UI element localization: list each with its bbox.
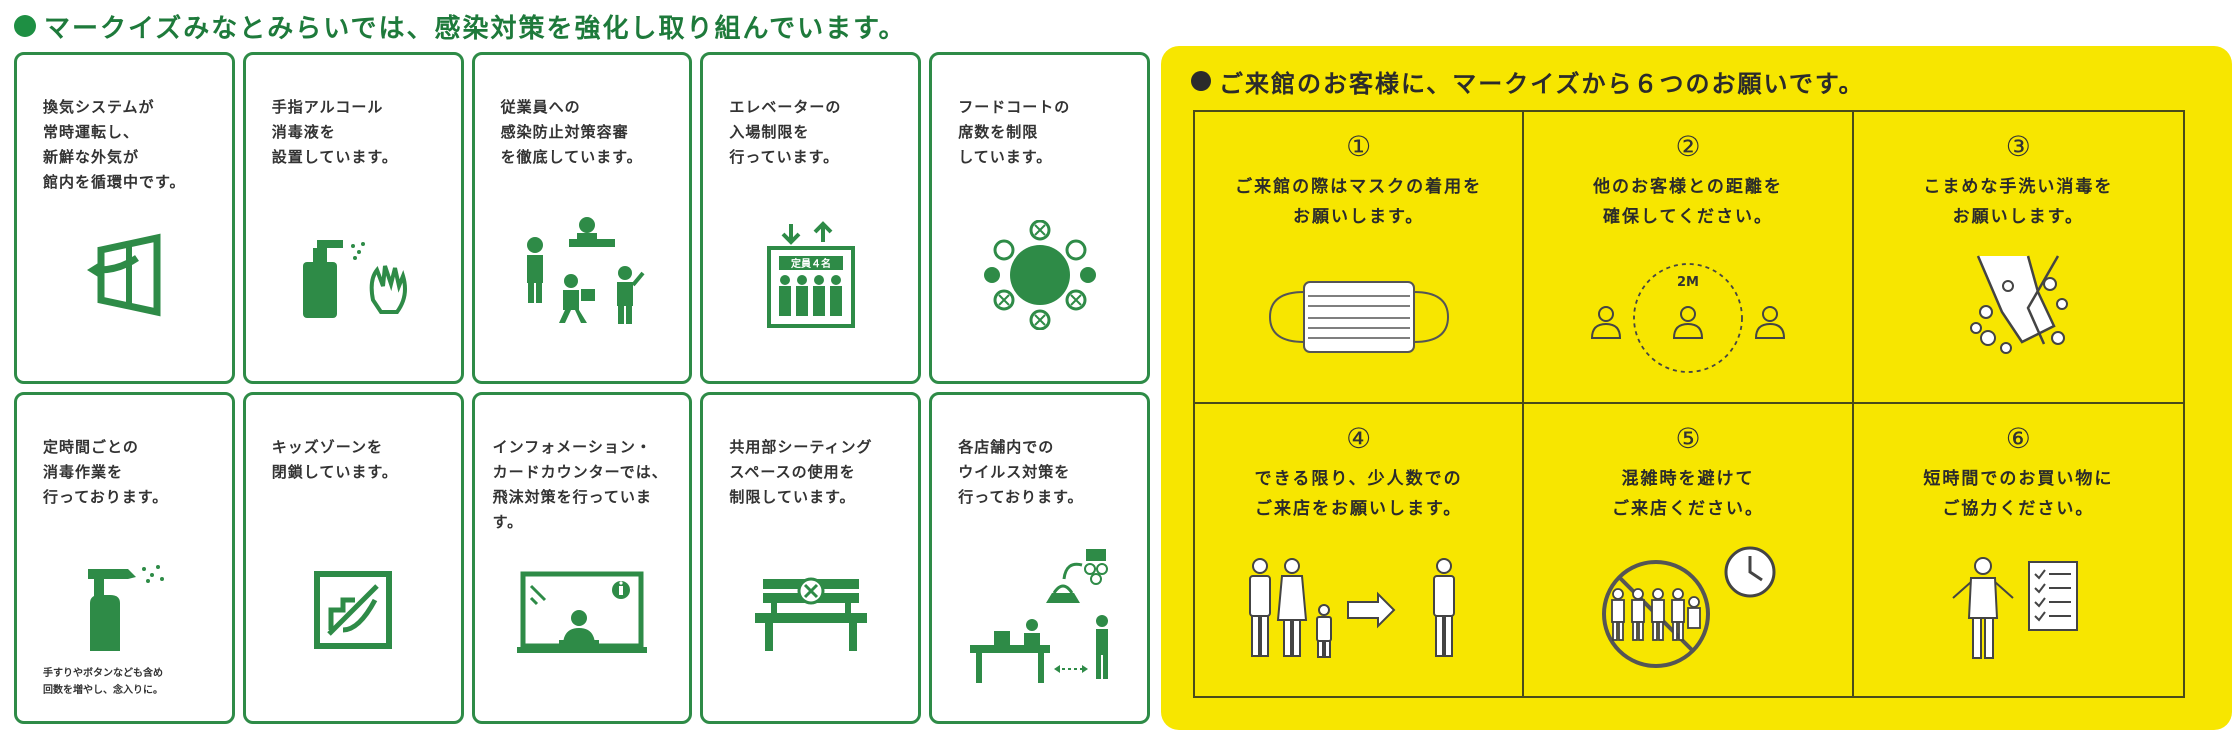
measure-text: キッズゾーンを 閉鎖しています。 (271, 438, 398, 481)
measure-card-ventilation: 換気システムが 常時運転し、 新鮮な外気が 館内を循環中です。 (14, 52, 235, 384)
ventilation-icon (79, 230, 169, 320)
requests-grid: ① ご来館の際はマスクの着用を お願いします。 ② 他のお客様との距離を 確保し… (1193, 110, 2185, 698)
measure-card-sanitizer: 手指アルコール 消毒液を 設置しています。 (242, 52, 464, 384)
measure-card-stores: 各店舗内での ウイルス対策を 行っております。 (929, 392, 1150, 724)
elevator-capacity-label: 定員４名 (791, 257, 831, 270)
request-number: ③ (2005, 130, 2031, 163)
left-panel-title-row: マークイズみなとみらいでは、感染対策を強化し取り組んでいます。 (14, 6, 907, 46)
measure-card-seating: 共用部シーティング スペースの使用を 制限しています。 (700, 392, 922, 724)
right-panel-title-row: ご来館のお客様に、マークイズから６つのお願いです。 (1191, 62, 1864, 100)
request-text: 他のお客様との距離を 確保してください。 (1593, 177, 1783, 227)
measure-card-elevator: エレベーターの 入場制限を 行っています。 定員４名 (700, 52, 922, 384)
measure-card-kids-zone: キッズゾーンを 閉鎖しています。 (242, 392, 464, 724)
request-text: できる限り、少人数での ご来店をお願いします。 (1254, 469, 1463, 519)
request-number: ① (1346, 130, 1372, 163)
measures-grid: 換気システムが 常時運転し、 新鮮な外気が 館内を循環中です。 手指アルコール … (14, 52, 1150, 724)
measure-text: 手指アルコール 消毒液を 設置しています。 (271, 98, 398, 166)
measure-text: 共用部シーティング スペースの使用を 制限しています。 (729, 438, 873, 506)
left-panel-title: マークイズみなとみらいでは、感染対策を強化し取り組んでいます。 (44, 13, 907, 44)
request-cell-short-shopping: ⑥ 短時間でのお買い物に ご協力ください。 (1854, 404, 2183, 696)
info-counter-shield-icon (516, 570, 647, 660)
request-text: 短時間でのお買い物に ご協力ください。 (1923, 469, 2114, 519)
measure-text: インフォメーション・ カードカウンターでは、 飛沫対策を行っています。 (492, 438, 668, 531)
request-number: ④ (1346, 422, 1372, 455)
request-cell-avoid-crowd: ⑤ 混雑時を避けて ご来店ください。 (1524, 404, 1854, 696)
measure-card-staff: 従業員への 感染防止対策容審 を徹底しています。 (471, 52, 693, 384)
measure-text: 換気システムが 常時運転し、 新鮮な外気が 館内を循環中です。 (43, 98, 186, 191)
store-measures-icon (969, 545, 1110, 685)
staff-icon (517, 215, 647, 325)
elevator-icon: 定員４名 (761, 220, 861, 330)
request-cell-distance: ② 他のお客様との距離を 確保してください。 2M (1524, 112, 1854, 404)
request-number: ② (1675, 130, 1701, 163)
measure-text: フードコートの 席数を制限 しています。 (958, 98, 1071, 166)
food-court-seating-icon (980, 220, 1100, 330)
request-text: ご来館の際はマスクの着用を お願いします。 (1235, 177, 1483, 227)
measure-text: 定時間ごとの 消毒作業を 行っております。 (43, 438, 169, 506)
bullet-dot-icon (1191, 71, 1211, 91)
distance-icon: 2M (1588, 250, 1788, 380)
requests-panel: ご来館のお客様に、マークイズから６つのお願いです。 ① ご来館の際はマスクの着用… (1161, 46, 2232, 730)
request-number: ⑥ (2005, 422, 2031, 455)
mask-icon (1264, 272, 1454, 362)
bench-restricted-icon (751, 573, 871, 653)
disinfection-spray-icon (74, 555, 174, 655)
small-group-icon (1244, 554, 1474, 664)
right-panel-title: ご来館のお客様に、マークイズから６つのお願いです。 (1219, 69, 1865, 98)
measure-card-disinfection: 定時間ごとの 消毒作業を 行っております。 手すりやボタンなども含め 回数を増や… (14, 392, 235, 724)
request-cell-small-group: ④ できる限り、少人数での ご来店をお願いします。 (1195, 404, 1525, 696)
hand-sanitizer-icon (293, 230, 413, 320)
measure-text: 従業員への 感染防止対策容審 を徹底しています。 (500, 98, 643, 166)
request-cell-hand-wash: ③ こまめな手洗い消毒を お願いします。 (1853, 112, 2183, 404)
request-number: ⑤ (1675, 422, 1701, 455)
hand-wash-icon (1958, 252, 2078, 362)
avoid-crowd-icon (1588, 542, 1788, 672)
kids-zone-closed-icon (313, 570, 393, 650)
measure-card-info-counter: インフォメーション・ カードカウンターでは、 飛沫対策を行っています。 (471, 392, 693, 724)
measure-text: エレベーターの 入場制限を 行っています。 (729, 98, 842, 166)
request-cell-mask: ① ご来館の際はマスクの着用を お願いします。 (1195, 112, 1525, 404)
request-text: こまめな手洗い消毒を お願いします。 (1923, 177, 2114, 227)
measure-card-food-court: フードコートの 席数を制限 しています。 (929, 52, 1150, 384)
request-text: 混雑時を避けて ご来店ください。 (1611, 469, 1764, 519)
measure-note: 手すりやボタンなども含め 回数を増やし、念入りに。 (43, 668, 163, 696)
measure-text: 各店舗内での ウイルス対策を 行っております。 (958, 438, 1084, 506)
short-shopping-icon (1943, 554, 2093, 664)
bullet-dot-icon (14, 15, 36, 37)
distance-label: 2M (1677, 275, 1699, 290)
